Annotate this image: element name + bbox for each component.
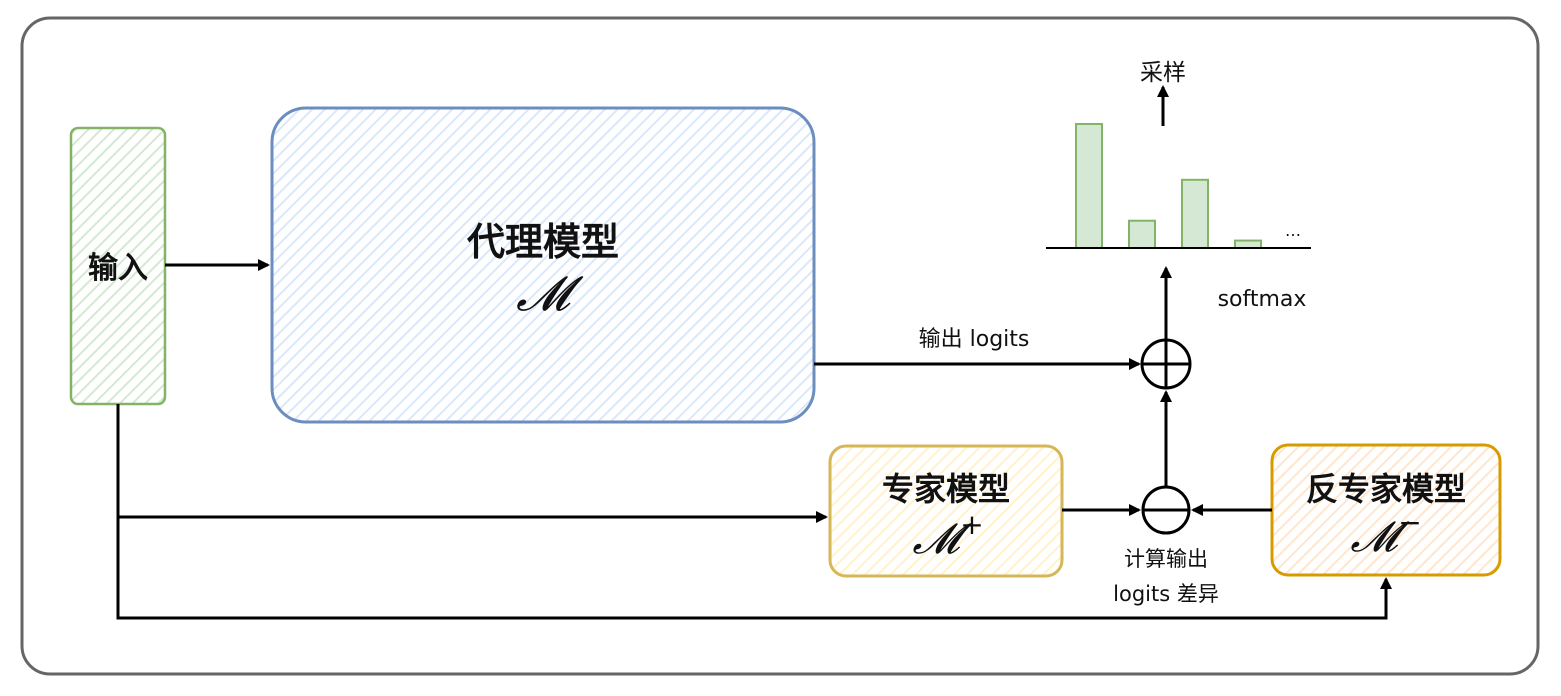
softmax-label: softmax: [1218, 287, 1307, 312]
logits-diff-label-line1: 计算输出: [1124, 547, 1208, 571]
probability-histogram: …: [1046, 123, 1311, 250]
expert-model-node: 专家模型 𝓜 +: [828, 444, 1064, 578]
histogram-bar: [1181, 178, 1209, 249]
edge-input-to-antiexpert: [116, 517, 1392, 620]
sample-label: 采样: [1140, 60, 1186, 86]
input-node: 输入: [69, 126, 167, 406]
proxy-logits-label: 输出 logits: [919, 327, 1030, 352]
input-label: 输入: [88, 251, 148, 286]
antiexpert-model-label: 反专家模型: [1306, 470, 1466, 508]
histogram-bar: [1075, 123, 1103, 249]
proxy-model-node: 代理模型 𝓜: [270, 106, 816, 424]
expert-model-superscript: +: [960, 508, 983, 541]
logits-diff-label-line2: logits 差异: [1113, 582, 1219, 606]
subtract-operator: [1141, 485, 1191, 535]
histogram-bar: [1128, 219, 1156, 250]
expert-model-label: 专家模型: [882, 470, 1010, 508]
proxy-model-box: [270, 106, 816, 424]
antiexpert-model-superscript: −: [1398, 506, 1421, 539]
histogram-ellipsis: …: [1285, 221, 1301, 240]
proxy-model-label: 代理模型: [467, 220, 619, 264]
edges: [116, 85, 1392, 620]
add-operator: [1140, 338, 1192, 390]
antiexpert-model-node: 反专家模型 𝓜 −: [1270, 443, 1502, 577]
histogram-bar: [1234, 239, 1262, 249]
